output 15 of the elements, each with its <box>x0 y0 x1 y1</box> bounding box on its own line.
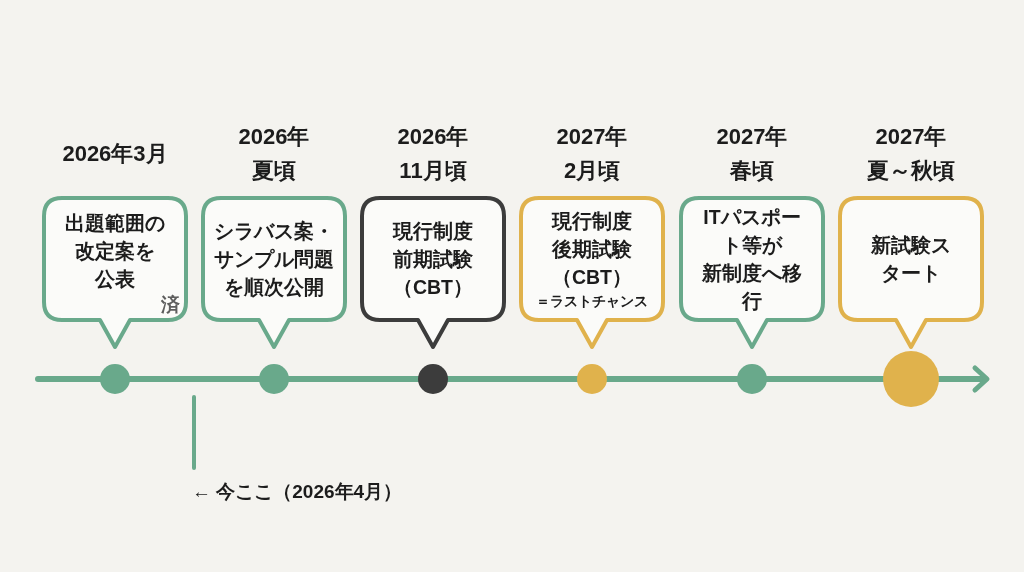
event-note: ＝ラストチャンス <box>536 292 648 311</box>
event-text: 現行制度後期試験（CBT） <box>550 209 634 290</box>
status-label: 済 <box>161 294 180 315</box>
event-text: 出題範囲の改定案を公表 <box>64 211 166 292</box>
event-text: シラバス案・サンプル問題を順次公開 <box>213 219 335 300</box>
event-text: ITパスポート等が新制度へ移行 <box>701 205 803 314</box>
event-text: 新試験スタート <box>870 233 952 286</box>
date-heading: 2026年3月 <box>62 140 168 168</box>
date-heading: 2027年2月頃 <box>555 123 629 185</box>
date-heading: 2027年春頃 <box>715 123 789 185</box>
now-label: ← 今ここ（2026年4月） <box>192 480 403 504</box>
date-heading: 2026年夏頃 <box>237 123 311 185</box>
date-heading: 2026年11月頃 <box>396 123 470 185</box>
date-heading: 2027年夏～秋頃 <box>866 123 956 185</box>
event-text: 現行制度前期試験（CBT） <box>391 219 475 300</box>
